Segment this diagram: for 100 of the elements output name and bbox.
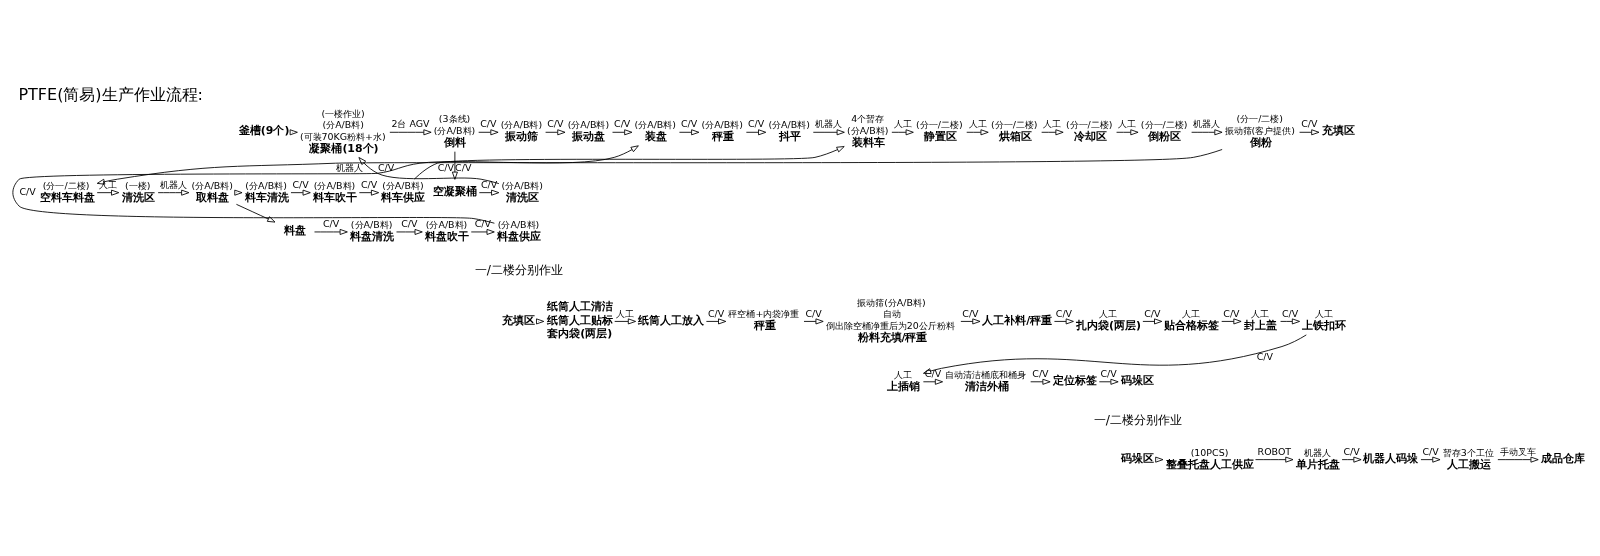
node-text: 料盘清洗 — [350, 229, 395, 243]
arrow — [803, 317, 824, 324]
label: 一/二楼分别作业 — [1093, 412, 1183, 427]
edge-label: C/V — [1256, 350, 1273, 362]
node-label: (分A/B料) — [846, 124, 889, 136]
node-label: (分A/B料) — [634, 118, 677, 130]
node-text: 充填区 — [1321, 123, 1355, 137]
edge-label: C/V — [437, 161, 454, 173]
node-text: 码垛区 — [1121, 451, 1155, 465]
edge-label: C/V — [1343, 445, 1360, 457]
node-text: 倒粉区 — [1148, 129, 1182, 143]
node-text: 料车供应 — [381, 190, 426, 204]
node-label: 人工 — [1251, 307, 1270, 319]
arrow — [922, 378, 944, 385]
node-label: 倒出除空桶净重后为20公斤粉料 — [825, 319, 955, 331]
edge-label: ROBOT — [1257, 445, 1292, 457]
arrow — [960, 317, 981, 324]
edge-label: 人工 — [893, 117, 912, 129]
arrow — [396, 228, 423, 235]
node-text: 人工搬运 — [1447, 457, 1492, 471]
node-label: (分A/B料) — [382, 179, 424, 191]
edge-label: 人工 — [1118, 117, 1137, 129]
node-label: (分A/B料) — [768, 118, 810, 130]
node-label: 人工 — [1182, 307, 1201, 319]
node-text: 单片托盘 — [1295, 457, 1340, 471]
label: 一/二楼分别作业 — [474, 262, 563, 277]
node-text: 抖平 — [778, 129, 801, 143]
node-text: 充填区 — [502, 313, 536, 327]
node-text: 清洗区 — [121, 190, 155, 204]
node-text: 凝聚桶(18个) — [309, 141, 379, 155]
node-text: 料盘吹干 — [425, 229, 470, 243]
arrow — [745, 128, 767, 135]
node-label: (分A/B料) — [322, 118, 364, 130]
node-text: 冷却区 — [1073, 129, 1107, 143]
node-label: (分A/B料) — [425, 218, 468, 230]
node-label: 暂存3个工位 — [1442, 446, 1494, 458]
arrow — [234, 189, 243, 196]
diagram-title: PTFE(简易)生产作业流程: — [18, 84, 204, 104]
node-label: 机器人 — [1303, 446, 1331, 458]
arrow — [545, 128, 566, 135]
node-text: 封上盖 — [1244, 318, 1278, 332]
node-text: 上插销 — [886, 379, 920, 393]
node-label: (分A/B料) — [701, 118, 743, 130]
node-label: (10PCS) — [1190, 446, 1229, 458]
edge-label: C/V — [322, 217, 340, 229]
edge-label: C/V — [805, 307, 822, 319]
edge-label: C/V — [1223, 307, 1240, 319]
node-text: 空料车料盘 — [39, 190, 95, 204]
node-text: 整叠托盘人工供应 — [1165, 457, 1254, 471]
edge-label: C/V — [547, 117, 564, 129]
node-label: (分一/二楼) — [1140, 118, 1188, 130]
edge-label: 手动叉车 — [1500, 445, 1537, 457]
node-text: 料车吹干 — [313, 190, 358, 204]
arrow — [389, 128, 432, 135]
node-text: 秤重 — [753, 318, 776, 332]
node-text: 振动盘 — [572, 129, 606, 143]
arrow — [470, 228, 495, 235]
node-text: 清洗区 — [506, 190, 540, 204]
arrow — [290, 189, 311, 196]
node-text: 空凝聚桶 — [433, 184, 478, 198]
arrow — [705, 317, 727, 324]
node-label: 4个暂存 — [851, 112, 885, 124]
node-text: 机器人码垛 — [1363, 451, 1419, 465]
node-text: 装料车 — [851, 135, 885, 149]
arrow — [1255, 456, 1294, 463]
arrow — [614, 317, 636, 324]
node-label: (分一/二楼) — [991, 118, 1038, 130]
arrow — [96, 148, 1223, 185]
arrow — [96, 189, 120, 196]
arrow — [1280, 317, 1301, 324]
edge-label: 机器人 — [336, 161, 364, 173]
node-text: 码垛区 — [1121, 373, 1155, 387]
node-label: (分A/B料) — [433, 124, 476, 136]
node-label: 自动 — [882, 307, 901, 319]
node-text: 静置区 — [923, 129, 957, 143]
edge-label: C/V — [962, 307, 979, 319]
arrow — [451, 150, 458, 180]
node-text: 倒粉 — [1249, 135, 1272, 149]
edge-label: 人工 — [616, 307, 635, 319]
node-text: 定位标签 — [1052, 373, 1097, 387]
edge-label: C/V — [1144, 307, 1161, 319]
edge-label: C/V — [1032, 367, 1049, 379]
node-label: (分A/B料) — [245, 179, 287, 191]
arrow — [1191, 128, 1223, 135]
edge-label: C/V — [480, 117, 497, 129]
node-text: 成品仓库 — [1540, 451, 1585, 465]
edge-label: C/V — [1100, 367, 1117, 379]
edge-label: C/V — [747, 117, 765, 129]
arrow — [679, 128, 700, 135]
node-label: (分A/B料) — [501, 179, 543, 191]
node-label: (一楼) — [124, 179, 151, 191]
node-label: 人工 — [894, 368, 913, 380]
edge-label: C/V — [924, 367, 942, 379]
node-label: (分一/二楼) — [42, 179, 90, 191]
node-text: 取料盘 — [196, 190, 230, 204]
node-label: (分A/B料) — [567, 118, 610, 130]
node-text: 人工补料/秤重 — [982, 313, 1053, 327]
arrow — [478, 189, 500, 196]
edge-label: C/V — [681, 117, 698, 129]
node-text: 料盘 — [283, 223, 306, 237]
